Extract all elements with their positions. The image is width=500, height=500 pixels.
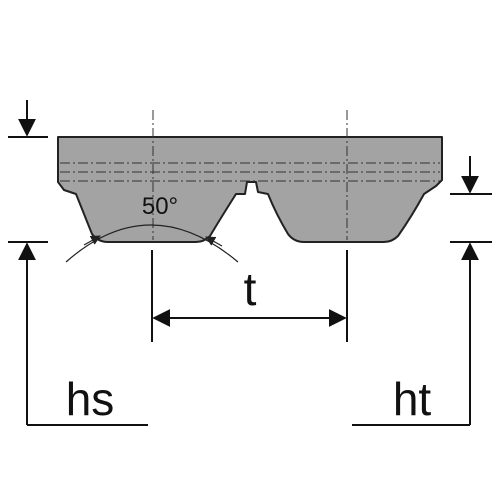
hs-label: hs: [66, 373, 115, 425]
pitch-lines: [60, 162, 440, 182]
angle-arrow-right: [205, 236, 223, 247]
hs-dimension: [8, 100, 148, 426]
belt-body: [57, 136, 443, 243]
tooth-center-lines: [152, 110, 348, 240]
ht-label: ht: [393, 373, 432, 425]
angle-arc: [65, 224, 239, 263]
angle-label: 50°: [142, 193, 178, 220]
pitch-dimension: [151, 250, 348, 342]
angle-arrow-left: [83, 235, 101, 246]
ht-dimension: [352, 156, 492, 426]
pitch-label: t: [244, 263, 257, 315]
